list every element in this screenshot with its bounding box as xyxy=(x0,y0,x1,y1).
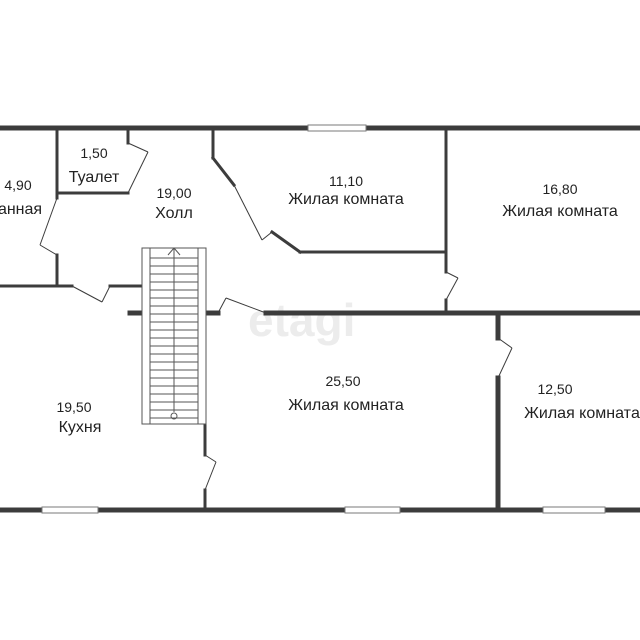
window-living-3 xyxy=(344,506,401,514)
door-living-3 xyxy=(217,297,227,314)
room-name: Жилая комната xyxy=(502,203,618,220)
room-name: Жилая комната xyxy=(288,191,404,208)
doors xyxy=(39,142,513,491)
room-kitchen-label: 19,50 Кухня xyxy=(56,399,101,436)
door-bathroom xyxy=(39,197,58,246)
watermark-logo: etagi xyxy=(248,294,355,346)
room-hall-label: 19,00 Холл xyxy=(155,185,193,222)
door-bath-lower xyxy=(71,285,103,303)
room-name: анная xyxy=(0,201,42,218)
room-name: Жилая комната xyxy=(288,397,404,414)
room-living-3-label: 25,50 Жилая комната xyxy=(288,373,404,414)
room-living-4-label: 12,50 Жилая комнатa xyxy=(524,381,640,422)
windows xyxy=(41,124,606,514)
room-area: 11,10 xyxy=(329,173,363,189)
window-kitchen xyxy=(41,506,99,514)
room-bathroom-label: 4,90 анная xyxy=(0,177,42,218)
door-living-2 xyxy=(445,271,459,279)
room-area: 19,50 xyxy=(56,399,91,415)
door-living-4 xyxy=(497,337,513,349)
room-name: Жилая комнатa xyxy=(524,405,640,422)
room-area: 16,80 xyxy=(542,181,577,197)
window-living-4 xyxy=(542,506,606,514)
door-living-1 xyxy=(233,184,263,241)
door-kitchen xyxy=(204,454,217,463)
room-toilet-label: 1,50 Туалет xyxy=(69,145,120,186)
room-area: 19,00 xyxy=(156,185,191,201)
room-area: 1,50 xyxy=(80,145,107,161)
room-living-2-label: 16,80 Жилая комната xyxy=(502,181,618,220)
room-living-1-label: 11,10 Жилая комната xyxy=(288,173,404,208)
room-area: 12,50 xyxy=(537,381,572,397)
staircase xyxy=(141,247,207,425)
room-name: Туалет xyxy=(69,169,120,186)
room-name: Холл xyxy=(155,205,193,222)
room-name: Кухня xyxy=(59,419,102,436)
room-area: 25,50 xyxy=(325,373,360,389)
door-toilet xyxy=(127,142,149,153)
room-area: 4,90 xyxy=(4,177,31,193)
window-top xyxy=(307,124,367,132)
